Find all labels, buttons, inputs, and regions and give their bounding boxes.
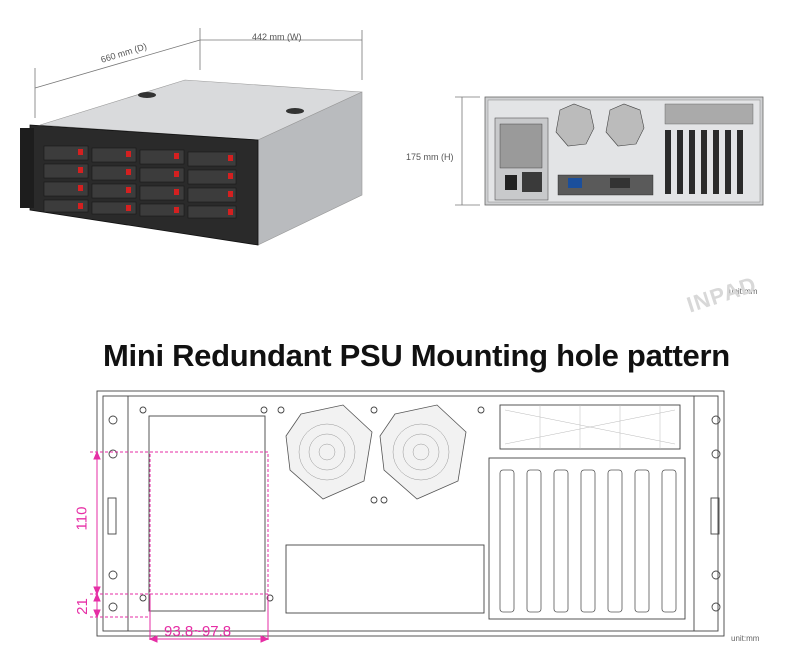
- fan-grilles: [285, 404, 467, 500]
- bottom-unit-label: unit:mm: [731, 634, 760, 643]
- front-chassis-photo: [20, 79, 363, 246]
- rear-dimension-lines: [455, 96, 480, 206]
- width-dimension-label: 442 mm (W): [252, 32, 302, 42]
- pink-dimension-lines: [90, 450, 270, 643]
- dimension-21-label: 21: [73, 598, 91, 615]
- dimension-width-label: 93.8~97.8: [164, 623, 232, 640]
- top-unit-label: unit:mm: [729, 287, 758, 296]
- dimension-110-label: 110: [73, 506, 91, 531]
- rear-panel-outline: [96, 390, 725, 637]
- rear-chassis-photo: [484, 96, 764, 206]
- front-dimension-lines: [34, 28, 363, 118]
- height-dimension-label: 175 mm (H): [406, 152, 454, 162]
- pcie-slots: [499, 469, 677, 613]
- drawing-title: Mini Redundant PSU Mounting hole pattern: [103, 338, 730, 373]
